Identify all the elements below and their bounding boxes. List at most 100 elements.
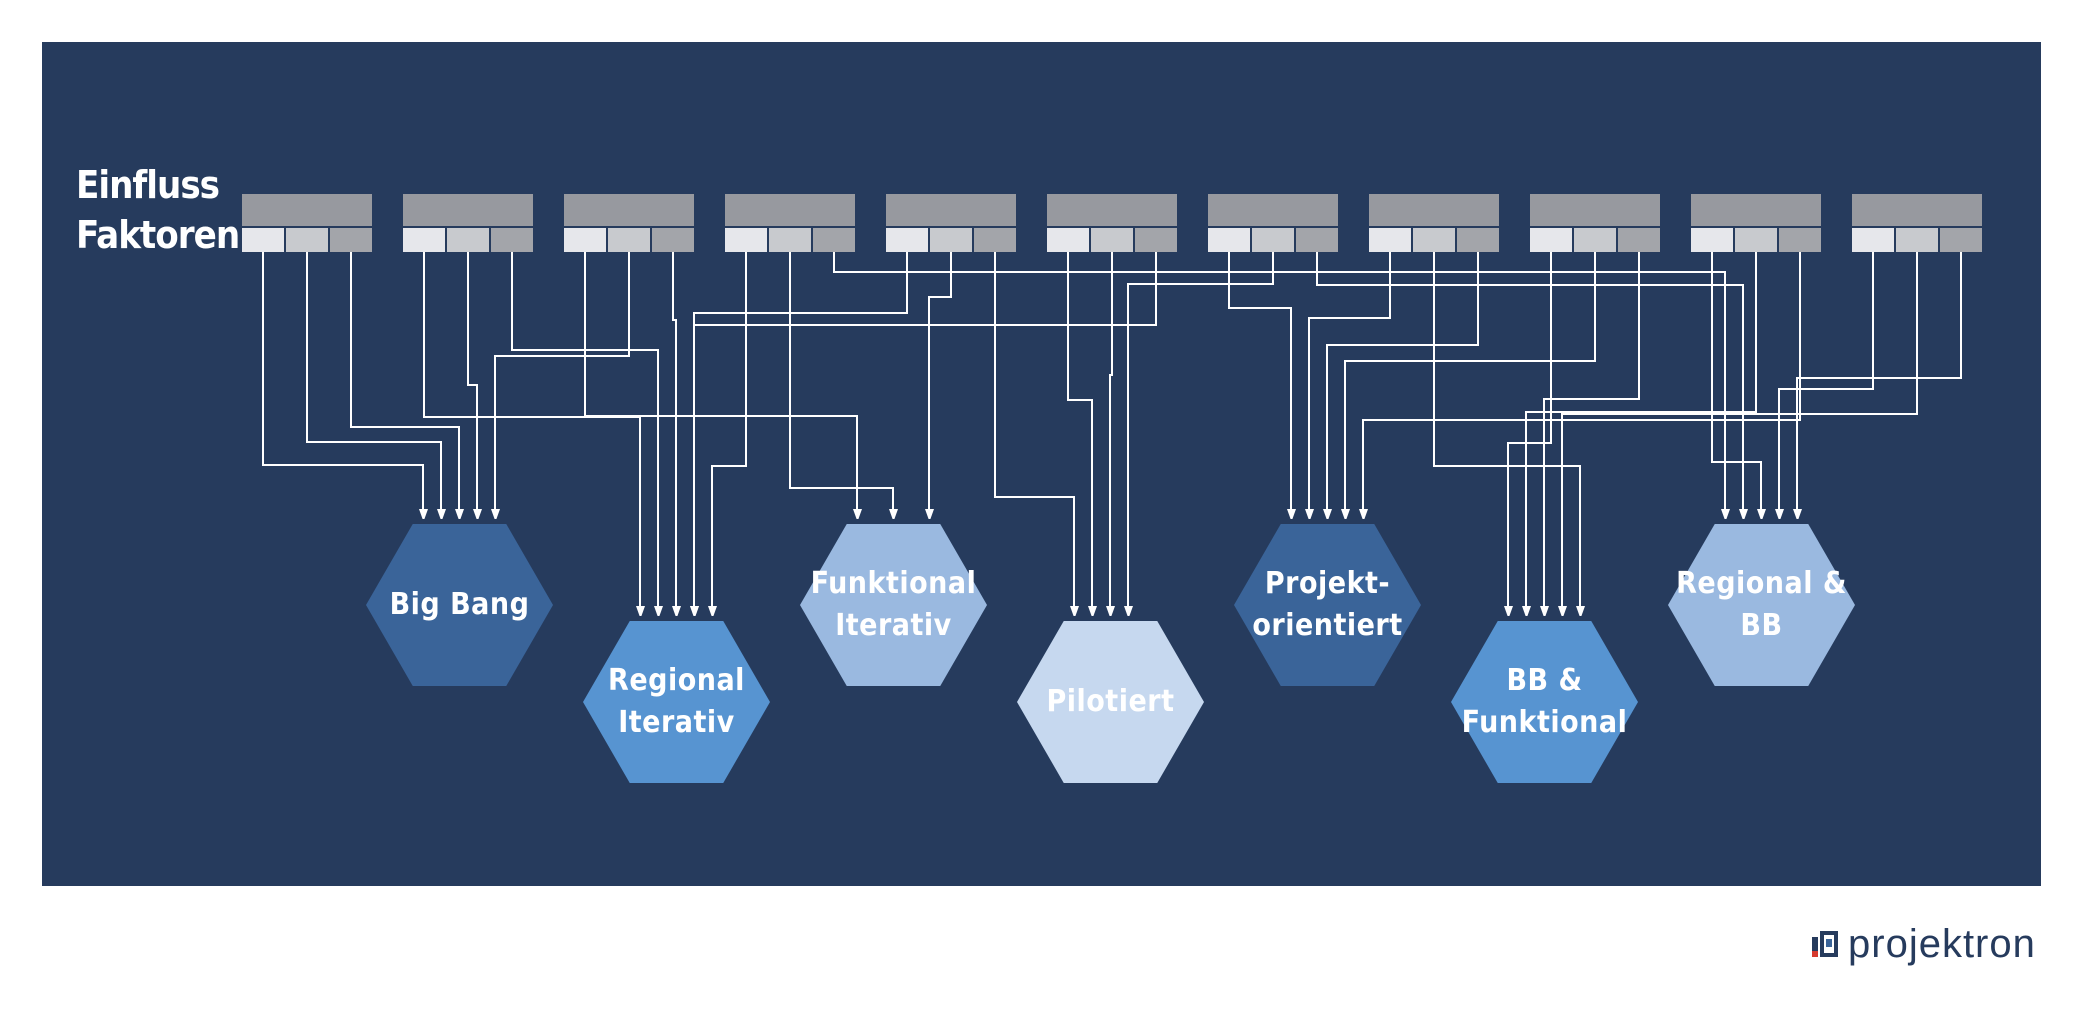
- factor-cell: [403, 228, 445, 252]
- factor-header: [564, 194, 694, 226]
- connector-line: [1363, 252, 1801, 516]
- factor-cell: [1618, 228, 1660, 252]
- connector-line: [1228, 252, 1291, 516]
- factor-cell: [1940, 228, 1982, 252]
- factor-cell: [608, 228, 650, 252]
- connector-line: [467, 252, 477, 516]
- connector-line: [1526, 252, 1757, 613]
- factor-header: [403, 194, 533, 226]
- factor-box-7: [1208, 194, 1338, 252]
- node-label: Pilotiert: [1046, 684, 1175, 719]
- factor-cell: [1047, 228, 1089, 252]
- connector-line: [929, 252, 952, 516]
- factor-header: [1369, 194, 1499, 226]
- connector-line: [1345, 252, 1596, 516]
- factor-cell: [1779, 228, 1821, 252]
- connector-line: [789, 252, 893, 516]
- connector-line: [1544, 252, 1640, 613]
- connector-line: [1508, 252, 1552, 613]
- connector-line: [1797, 252, 1962, 516]
- node-label: Regional Iterativ: [608, 663, 745, 740]
- connector-line: [673, 252, 676, 613]
- connector-line: [1711, 252, 1761, 516]
- factor-cell: [652, 228, 694, 252]
- connector-line: [1309, 252, 1391, 516]
- connector-line: [306, 252, 441, 516]
- factor-header: [242, 194, 372, 226]
- connector-line: [1779, 252, 1874, 516]
- node-label: Projekt- orientiert: [1252, 566, 1403, 643]
- factor-cell: [1369, 228, 1411, 252]
- connector-line: [1067, 252, 1092, 613]
- factor-cell: [1574, 228, 1616, 252]
- factor-box-10: [1691, 194, 1821, 252]
- factor-cell: [1896, 228, 1938, 252]
- node-label: Funktional Iterativ: [810, 566, 977, 643]
- connector-line: [694, 252, 1157, 613]
- factor-cell: [1457, 228, 1499, 252]
- factor-cell: [1852, 228, 1894, 252]
- node-bb-funktional: BB & Funktional: [1451, 621, 1638, 783]
- factor-cell: [564, 228, 606, 252]
- connector-line: [1128, 252, 1274, 613]
- factor-cell: [886, 228, 928, 252]
- factor-header: [1691, 194, 1821, 226]
- factor-header: [1047, 194, 1177, 226]
- factor-header: [725, 194, 855, 226]
- factor-box-8: [1369, 194, 1499, 252]
- factor-cell: [330, 228, 372, 252]
- node-funktional-iterativ: Funktional Iterativ: [800, 524, 987, 686]
- connector-line: [584, 252, 857, 516]
- node-regional-bb: Regional & BB: [1668, 524, 1855, 686]
- logo-text: projektron: [1848, 921, 2036, 966]
- factors-heading-line1: Einfluss: [76, 163, 220, 207]
- factor-header: [1208, 194, 1338, 226]
- factor-box-1: [242, 194, 372, 252]
- node-label: BB & Funktional: [1461, 663, 1628, 740]
- connector-line: [423, 252, 640, 613]
- factor-cell: [242, 228, 284, 252]
- factor-header: [1530, 194, 1660, 226]
- factor-box-11: [1852, 194, 1982, 252]
- factor-header: [886, 194, 1016, 226]
- connector-line: [712, 252, 747, 613]
- factor-cell: [1691, 228, 1733, 252]
- connector-line: [994, 252, 1074, 613]
- factor-cell: [1091, 228, 1133, 252]
- connector-line: [1110, 252, 1112, 613]
- factor-box-2: [403, 194, 533, 252]
- hexagon-shape: [583, 621, 770, 783]
- factor-cell: [974, 228, 1016, 252]
- factors-heading: Einfluss Faktoren: [76, 160, 240, 260]
- factor-cell: [286, 228, 328, 252]
- factor-cell: [1296, 228, 1338, 252]
- factor-cell: [1252, 228, 1294, 252]
- factor-box-5: [886, 194, 1016, 252]
- node-big-bang: Big Bang: [366, 524, 553, 686]
- factor-cell: [1135, 228, 1177, 252]
- factor-box-9: [1530, 194, 1660, 252]
- factor-cell: [1413, 228, 1455, 252]
- node-label: Regional & BB: [1676, 566, 1847, 643]
- factors-heading-line2: Faktoren: [76, 213, 240, 257]
- connector-line: [1316, 252, 1743, 516]
- node-pilotiert: Pilotiert: [1017, 621, 1204, 783]
- factor-box-4: [725, 194, 855, 252]
- factor-cell: [769, 228, 811, 252]
- connector-line: [1562, 252, 1918, 613]
- factor-cell: [1735, 228, 1777, 252]
- factor-cell: [491, 228, 533, 252]
- factor-cell: [447, 228, 489, 252]
- node-regional-iterativ: Regional Iterativ: [583, 621, 770, 783]
- logo-icon: [1812, 931, 1838, 957]
- hexagon-shape: [800, 524, 987, 686]
- factor-cell: [1530, 228, 1572, 252]
- connector-line: [350, 252, 459, 516]
- connector-line: [833, 252, 1725, 516]
- connector-line: [262, 252, 423, 516]
- factor-box-6: [1047, 194, 1177, 252]
- connector-line: [495, 252, 630, 516]
- factor-cell: [930, 228, 972, 252]
- factor-cell: [1208, 228, 1250, 252]
